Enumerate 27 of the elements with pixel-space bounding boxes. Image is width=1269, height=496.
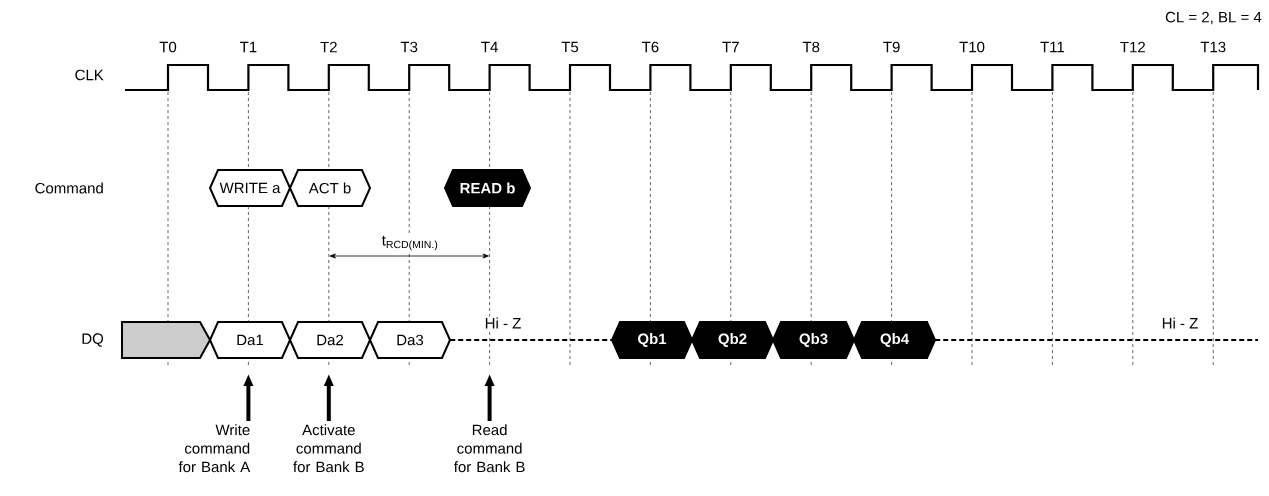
tick-label: T0 xyxy=(159,41,177,53)
signal-label: t$_{RCD(MIN.)}$ xyxy=(380,234,440,252)
tick-label: T13 xyxy=(1200,41,1226,53)
tick-label: T8 xyxy=(802,41,820,53)
annotation-text: Read command for Bank B xyxy=(454,424,525,473)
tick-label: T1 xyxy=(240,41,257,53)
tick-label: T9 xyxy=(883,41,900,53)
tick-label: T7 xyxy=(722,41,739,53)
annotation-text: Write command for Bank A xyxy=(178,424,251,473)
hi-z-line xyxy=(449,339,613,341)
hi-z-line xyxy=(934,339,1259,341)
signal-name: DQ xyxy=(82,333,104,347)
signal-name: CLK xyxy=(75,69,104,81)
tick-label: T4 xyxy=(481,41,498,53)
annotation-text: Activate command for Bank B xyxy=(293,424,364,473)
signal-name: Command xyxy=(35,182,103,194)
signal-label: CL = 2, BL = 4 xyxy=(1165,11,1262,25)
tick-label: T5 xyxy=(561,41,579,53)
tick-label: T2 xyxy=(320,41,337,53)
signal-label: Hi - Z xyxy=(483,316,523,330)
tick-label: T10 xyxy=(959,41,985,53)
data-box xyxy=(121,321,212,359)
tick-label: T6 xyxy=(642,41,659,53)
tick-label: T11 xyxy=(1040,41,1065,53)
tick-label: T3 xyxy=(400,41,418,53)
tick-label: T12 xyxy=(1120,41,1145,53)
signal-label: Hi - Z xyxy=(1160,316,1200,330)
